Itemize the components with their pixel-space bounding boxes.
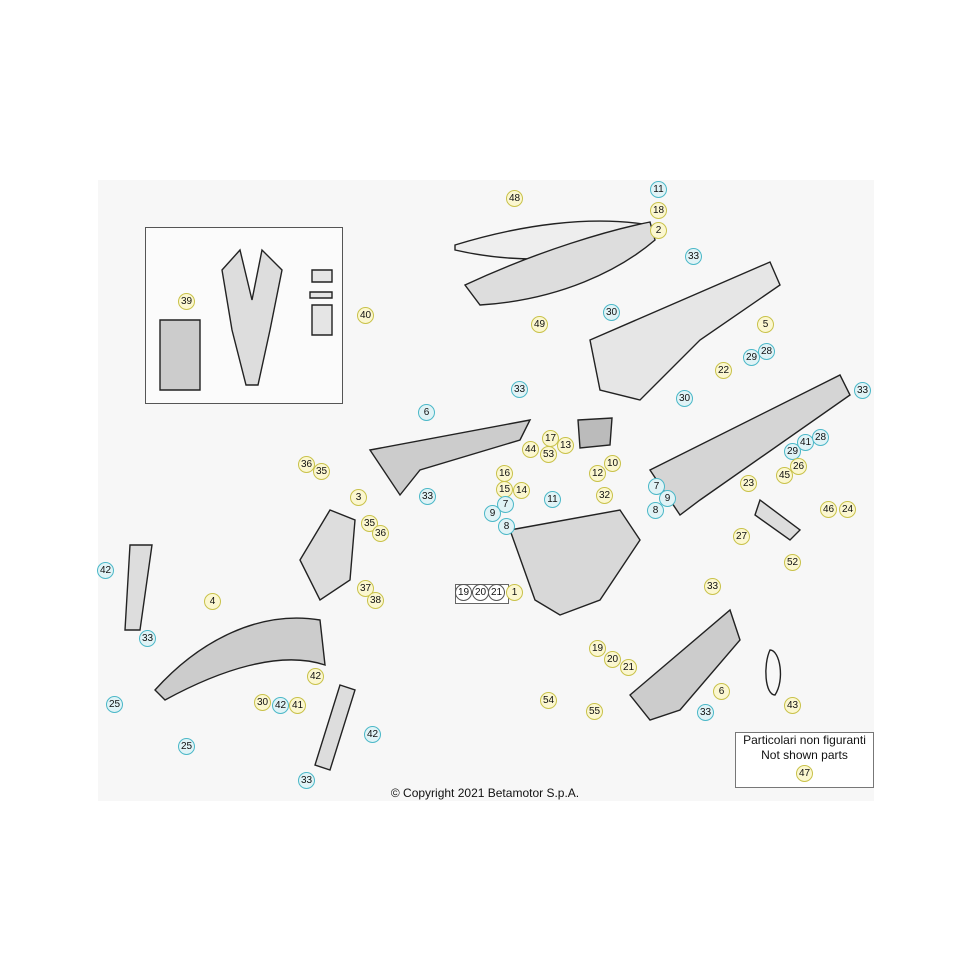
callout-30[interactable]: 30	[254, 694, 271, 711]
callout-35[interactable]: 35	[313, 463, 330, 480]
callout-32[interactable]: 32	[596, 487, 613, 504]
callout-41[interactable]: 41	[289, 697, 306, 714]
callout-9[interactable]: 9	[484, 505, 501, 522]
callout-30[interactable]: 30	[603, 304, 620, 321]
callout-5[interactable]: 5	[757, 316, 774, 333]
callout-7[interactable]: 7	[497, 496, 514, 513]
front-fender	[154, 617, 326, 701]
group-callout-21[interactable]: 21	[488, 584, 505, 601]
callout-16[interactable]: 16	[496, 465, 513, 482]
callout-8[interactable]: 8	[647, 502, 664, 519]
callout-20[interactable]: 20	[604, 651, 621, 668]
side-panel-right	[629, 608, 741, 721]
callout-33[interactable]: 33	[685, 248, 702, 265]
callout-19[interactable]: 19	[589, 640, 606, 657]
group-callout-19[interactable]: 19	[455, 584, 472, 601]
callout-15[interactable]: 15	[496, 481, 513, 498]
subframe	[648, 374, 851, 517]
callout-44[interactable]: 44	[522, 441, 539, 458]
callout-23[interactable]: 23	[740, 475, 757, 492]
callout-11[interactable]: 11	[650, 181, 667, 198]
callout-25[interactable]: 25	[178, 738, 195, 755]
callout-26[interactable]: 26	[790, 458, 807, 475]
callout-48[interactable]: 48	[506, 190, 523, 207]
callout-43[interactable]: 43	[784, 697, 801, 714]
callout-33[interactable]: 33	[697, 704, 714, 721]
fuel-tank	[509, 509, 641, 616]
callout-21[interactable]: 21	[620, 659, 637, 676]
callout-25[interactable]: 25	[106, 696, 123, 713]
callout-4[interactable]: 4	[204, 593, 221, 610]
callout-53[interactable]: 53	[540, 446, 557, 463]
rear-fender	[589, 261, 781, 401]
callout-18[interactable]: 18	[650, 202, 667, 219]
small-decals	[309, 269, 333, 336]
callout-55[interactable]: 55	[586, 703, 603, 720]
callout-42[interactable]: 42	[307, 668, 324, 685]
fork-guard-left	[124, 544, 153, 631]
callout-7[interactable]: 7	[648, 478, 665, 495]
callout-1[interactable]: 1	[506, 584, 523, 601]
callout-45[interactable]: 45	[776, 467, 793, 484]
callout-6[interactable]: 6	[418, 404, 435, 421]
copyright-text: © Copyright 2021 Betamotor S.p.A.	[390, 786, 580, 800]
note-line-1: Particolari non figuranti	[743, 733, 866, 747]
side-panel-left	[368, 419, 532, 497]
callout-8[interactable]: 8	[498, 518, 515, 535]
callout-14[interactable]: 14	[513, 482, 530, 499]
callout-33[interactable]: 33	[298, 772, 315, 789]
callout-54[interactable]: 54	[540, 692, 557, 709]
group-callout-20[interactable]: 20	[472, 584, 489, 601]
callout-42[interactable]: 42	[364, 726, 381, 743]
callout-3[interactable]: 3	[350, 489, 367, 506]
callout-27[interactable]: 27	[733, 528, 750, 545]
number-plate	[299, 509, 356, 602]
callout-33[interactable]: 33	[704, 578, 721, 595]
callout-28[interactable]: 28	[812, 429, 829, 446]
callout-29[interactable]: 29	[743, 349, 760, 366]
callout-33[interactable]: 33	[419, 488, 436, 505]
rim-stripes	[159, 319, 201, 391]
not-shown-parts-box: Particolari non figuranti Not shown part…	[735, 732, 874, 788]
callout-33[interactable]: 33	[854, 382, 871, 399]
fuel-cap	[577, 417, 613, 449]
callout-49[interactable]: 49	[531, 316, 548, 333]
callout-39[interactable]: 39	[178, 293, 195, 310]
callout-11[interactable]: 11	[544, 491, 561, 508]
note-line-2: Not shown parts	[761, 748, 848, 762]
callout-22[interactable]: 22	[715, 362, 732, 379]
callout-9[interactable]: 9	[659, 490, 676, 507]
callout-28[interactable]: 28	[758, 343, 775, 360]
callout-24[interactable]: 24	[839, 501, 856, 518]
fork-guard-right	[314, 684, 356, 771]
callout-40[interactable]: 40	[357, 307, 374, 324]
callout-36[interactable]: 36	[372, 525, 389, 542]
callout-13[interactable]: 13	[557, 437, 574, 454]
callout-47[interactable]: 47	[796, 765, 813, 782]
callout-33[interactable]: 33	[511, 381, 528, 398]
callout-52[interactable]: 52	[784, 554, 801, 571]
callout-33[interactable]: 33	[139, 630, 156, 647]
decal-kit	[221, 248, 283, 386]
tail-plate-holder	[754, 498, 802, 541]
callout-6[interactable]: 6	[713, 683, 730, 700]
callout-2[interactable]: 2	[650, 222, 667, 239]
hose-loop	[765, 649, 782, 696]
callout-38[interactable]: 38	[367, 592, 384, 609]
callout-46[interactable]: 46	[820, 501, 837, 518]
callout-10[interactable]: 10	[604, 455, 621, 472]
callout-42[interactable]: 42	[97, 562, 114, 579]
callout-12[interactable]: 12	[589, 465, 606, 482]
callout-42[interactable]: 42	[272, 697, 289, 714]
callout-30[interactable]: 30	[676, 390, 693, 407]
